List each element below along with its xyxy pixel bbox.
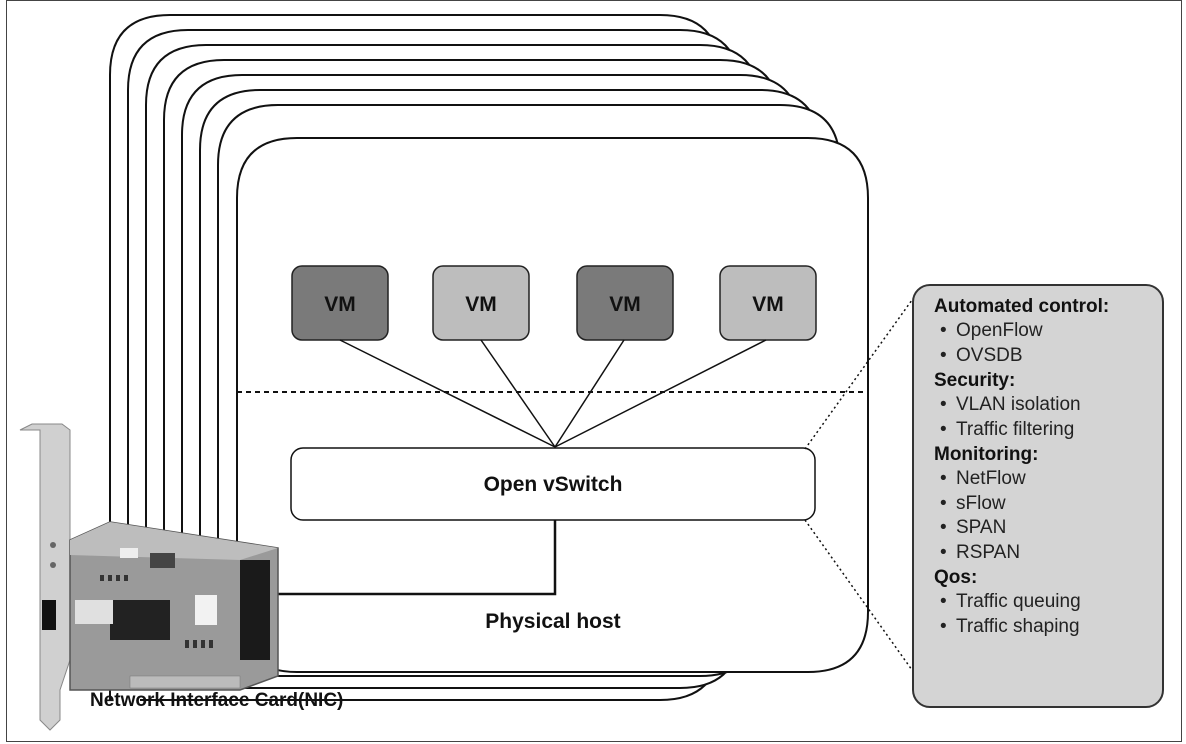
feature-list-item: •Traffic queuing (934, 590, 1162, 615)
nic-label: Network Interface Card(NIC) (90, 690, 343, 711)
feature-list-item: •Traffic filtering (934, 418, 1162, 443)
bullet-icon: • (940, 468, 947, 489)
bullet-icon: • (940, 517, 947, 538)
bullet-icon: • (940, 541, 947, 563)
bullet-icon: • (940, 418, 947, 440)
feature-list-item: •OpenFlow (934, 319, 1162, 344)
open-vswitch-label: Open vSwitch (484, 473, 623, 496)
vm-label: VM (324, 293, 356, 316)
vm-box: VM (576, 265, 674, 341)
feature-list-item: •SPAN (934, 516, 1162, 541)
nic-card-illustration (19, 423, 279, 731)
callout-lines (804, 299, 913, 671)
bullet-icon: • (940, 344, 947, 366)
switch-nic-link (272, 520, 557, 596)
open-vswitch-box (290, 447, 816, 521)
feature-section-title: Security: (934, 370, 1016, 391)
feature-list-item: •Traffic shaping (934, 615, 1162, 640)
vm-box: VM (719, 265, 817, 341)
bullet-icon: • (940, 320, 947, 341)
feature-list-item: •OVSDB (934, 344, 1162, 369)
bullet-icon: • (940, 591, 947, 612)
feature-section-title: Monitoring: (934, 444, 1039, 465)
bullet-icon: • (940, 394, 947, 415)
bullet-icon: • (940, 492, 947, 514)
figure-frame (6, 0, 1182, 742)
vm-label: VM (752, 293, 784, 316)
vm-label: VM (465, 293, 497, 316)
bullet-icon: • (940, 615, 947, 637)
feature-list-item: •RSPAN (934, 541, 1162, 566)
vm-box: VM (291, 265, 389, 341)
vm-label: VM (609, 293, 641, 316)
feature-list-item: •NetFlow (934, 467, 1162, 492)
physical-host-card (236, 137, 869, 673)
vm-box: VM (432, 265, 530, 341)
feature-list-item: •VLAN isolation (934, 393, 1162, 418)
physical-host-label: Physical host (485, 610, 620, 633)
feature-section-title: Automated control: (934, 296, 1110, 317)
vm-links (339, 339, 767, 448)
feature-list-item: •sFlow (934, 492, 1162, 517)
feature-section-title: Qos: (934, 567, 978, 588)
